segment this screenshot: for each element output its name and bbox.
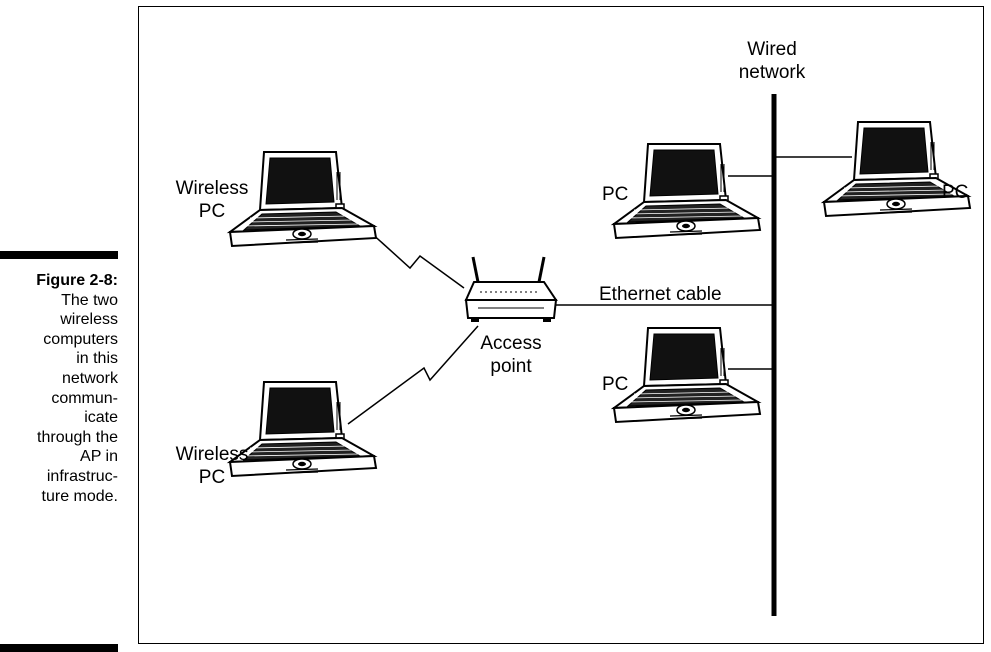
caption-top-bar [0,251,118,259]
wireless-pc-bottom-label-line2: PC [199,467,225,488]
wireless-pc-top-label-line1: Wireless [176,178,249,199]
laptop-icon [229,151,377,247]
wireless-link-top [347,211,465,289]
caption-line: wireless [60,311,118,329]
wireless-link-bottom [347,325,479,425]
caption-line: The two [61,291,118,309]
pc-right-label: PC [942,182,968,203]
figure-label: Figure 2-8: [36,272,118,289]
laptop-icon [613,143,761,239]
pc-top-left-label: PC [602,184,628,205]
access-point-label-line2: point [490,356,532,377]
access-point-icon [464,256,558,322]
caption-line: AP in [80,448,118,466]
diagram-frame [138,6,984,644]
caption-line: icate [84,409,118,427]
laptop-icon [613,327,761,423]
wired-network-label-line2: network [739,62,806,83]
figure-caption: Figure 2-8: The two wireless computers i… [0,271,118,506]
caption-line: ture mode. [41,487,118,505]
caption-bottom-bar [0,644,118,652]
wireless-pc-top-label-line2: PC [199,201,225,222]
wireless-pc-bottom-label-line1: Wireless [176,444,249,465]
caption-line: through the [37,428,118,446]
caption-line: infrastruc- [46,467,118,485]
ethernet-cable-label: Ethernet cable [599,284,722,305]
caption-line: in this [76,350,118,368]
caption-line: commun- [51,389,118,407]
caption-line: network [61,369,118,387]
caption-line: computers [43,330,118,348]
access-point-label-line1: Access [480,333,541,354]
wired-network-label-line1: Wired [747,39,797,60]
pc-bottom-label: PC [602,374,628,395]
laptop-icon [229,381,377,477]
